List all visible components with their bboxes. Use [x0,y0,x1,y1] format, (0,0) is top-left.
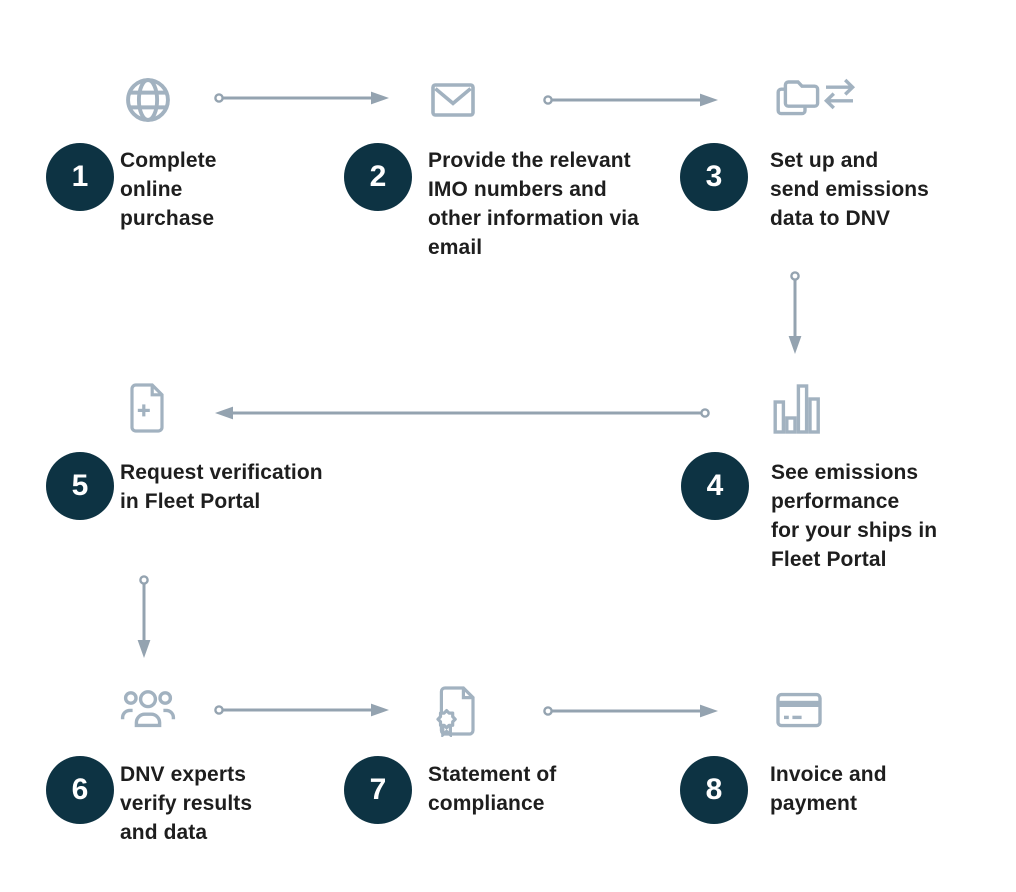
arrow-step1-to-step2 [214,91,389,105]
step-8-number-badge: 8 [680,756,748,824]
step-1-label: Complete online purchase [120,149,217,230]
arrow-step3-to-step4 [788,271,802,354]
step-3-label: Set up and send emissions data to DNV [770,149,929,230]
step-2-number-badge: 2 [344,143,412,211]
arrow-step4-to-step5 [215,406,710,420]
globe-icon [126,78,170,122]
certificate-icon [436,686,475,737]
step-2-label: Provide the relevant IMO numbers and oth… [428,149,639,259]
folder-transfer-icon [776,78,856,116]
step-5-label: Request verification in Fleet Portal [120,461,323,513]
step-6-number-badge: 6 [46,756,114,824]
document-add-icon [130,383,164,433]
step-7-number-badge: 7 [344,756,412,824]
step-5-number-badge: 5 [46,452,114,520]
step-6-label: DNV experts verify results and data [120,763,253,844]
arrow-step2-to-step3 [543,93,718,107]
arrow-step5-to-step6 [137,575,151,658]
credit-card-icon [776,692,822,728]
step-4-label: See emissions performance for your ships… [771,461,938,571]
people-icon [120,690,176,728]
step-8-label: Invoice and payment [770,763,887,815]
step-3-number-badge: 3 [680,143,748,211]
bar-chart-icon [773,384,820,434]
arrow-step7-to-step8 [543,704,718,718]
step-7-label: Statement of compliance [428,763,557,815]
step-4-number-badge: 4 [681,452,749,520]
arrow-step6-to-step7 [214,703,389,717]
envelope-icon [431,83,475,117]
step-1-number-badge: 1 [46,143,114,211]
